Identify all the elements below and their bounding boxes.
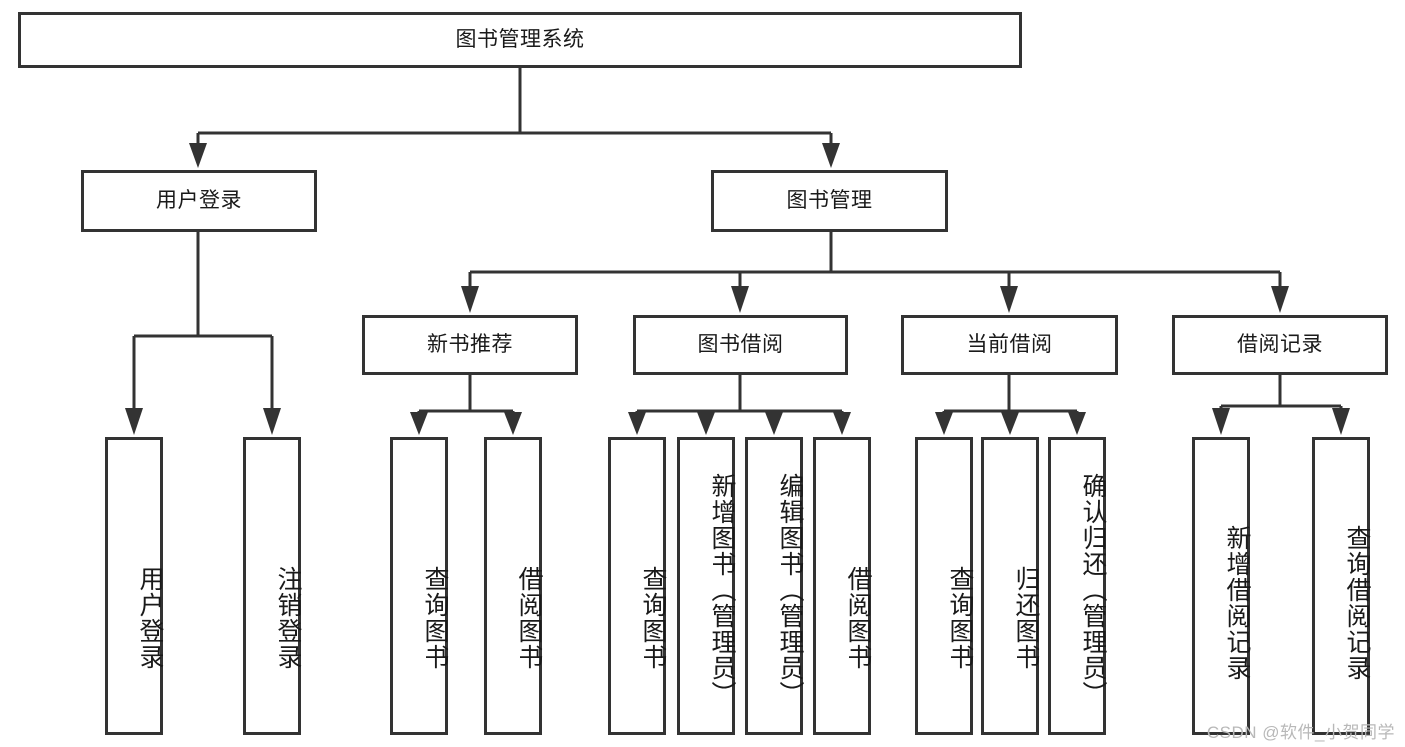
node-box-leaf-query-book-borrow[interactable] [608, 437, 666, 735]
node-box-leaf-query-book-current[interactable] [915, 437, 973, 735]
arrow-head-leaf-user-login [125, 408, 143, 435]
arrow-head-leaf-logout [263, 408, 281, 435]
arrow-head-user-login [189, 143, 207, 168]
arrow-head-current-borrow [1000, 286, 1018, 313]
arrow-head-book-management [822, 143, 840, 168]
node-box-leaf-return-book[interactable] [981, 437, 1039, 735]
node-box-user-login[interactable] [81, 170, 317, 232]
node-box-leaf-query-record[interactable] [1312, 437, 1370, 735]
arrow-head-book-borrow [731, 286, 749, 313]
arrow-head-leaf-edit-book [765, 412, 783, 435]
arrow-head-borrow-record [1271, 286, 1289, 313]
node-box-new-book-recommend[interactable] [362, 315, 578, 375]
node-box-book-management[interactable] [711, 170, 948, 232]
node-box-borrow-record[interactable] [1172, 315, 1388, 375]
node-box-leaf-query-book-rec[interactable] [390, 437, 448, 735]
node-box-leaf-confirm-return[interactable] [1048, 437, 1106, 735]
watermark-text: CSDN @软件_小贺同学 [1206, 723, 1395, 742]
node-box-book-borrow[interactable] [633, 315, 848, 375]
arrow-head-leaf-confirm-return [1068, 412, 1086, 435]
node-box-leaf-borrow-book-rec[interactable] [484, 437, 542, 735]
arrow-head-leaf-borrow-book [833, 412, 851, 435]
node-box-leaf-user-login[interactable] [105, 437, 163, 735]
node-box-leaf-add-book[interactable] [677, 437, 735, 735]
arrow-head-leaf-query-record [1332, 408, 1350, 435]
node-box-leaf-borrow-book[interactable] [813, 437, 871, 735]
arrow-head-leaf-return-book [1001, 412, 1019, 435]
node-box-root[interactable] [18, 12, 1022, 68]
arrow-head-leaf-add-record [1212, 408, 1230, 435]
arrow-head-leaf-query-book-rec [410, 412, 428, 435]
node-box-current-borrow[interactable] [901, 315, 1118, 375]
arrow-head-leaf-query-book-borrow [628, 412, 646, 435]
node-box-leaf-add-record[interactable] [1192, 437, 1250, 735]
arrow-head-leaf-borrow-book-rec [504, 412, 522, 435]
arrow-head-leaf-query-book-current [935, 412, 953, 435]
node-box-leaf-edit-book[interactable] [745, 437, 803, 735]
arrow-head-new-book-recommend [461, 286, 479, 313]
arrow-head-leaf-add-book [697, 412, 715, 435]
node-box-leaf-logout[interactable] [243, 437, 301, 735]
